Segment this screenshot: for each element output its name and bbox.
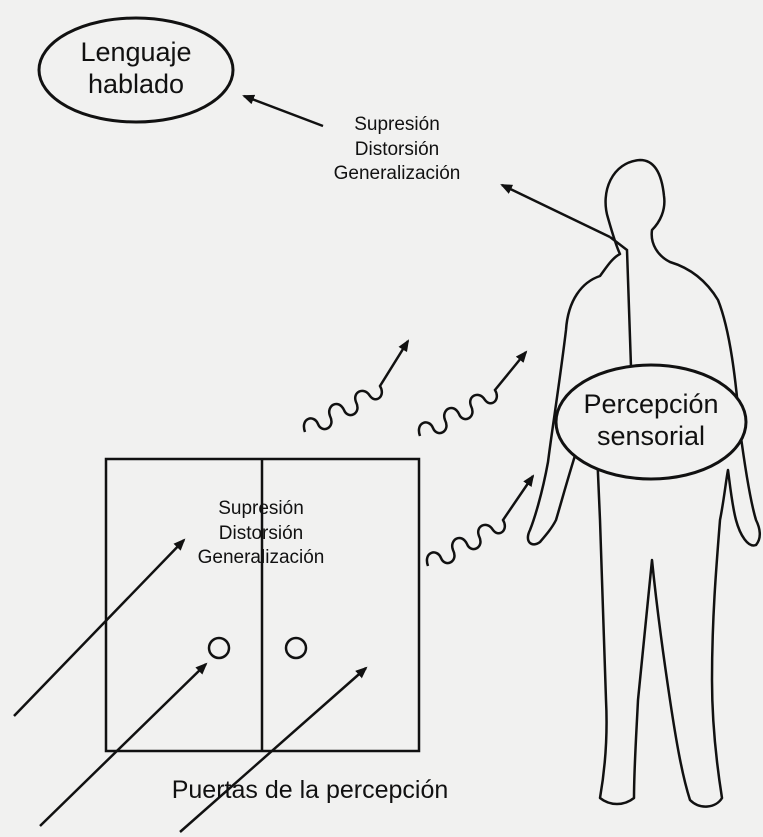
arrow-to-top-filters <box>502 185 610 237</box>
spoken-language-label: Lenguaje hablado <box>56 36 216 101</box>
doors-caption: Puertas de la percepción <box>120 776 500 805</box>
spoken-language-line-2: hablado <box>56 68 216 100</box>
wavy-arrow-1 <box>304 341 408 432</box>
sensory-perception-line-1: Percepción <box>566 388 736 420</box>
sensory-perception-label: Percepción sensorial <box>566 388 736 453</box>
top-filter-distortion: Distorsión <box>312 138 482 163</box>
doors-filters-label: Supresión Distorsión Generalización <box>181 497 341 571</box>
nerve-path-line <box>610 237 631 367</box>
human-silhouette <box>528 160 760 807</box>
left-door-knob <box>209 638 229 658</box>
top-filter-generalization: Generalización <box>312 162 482 187</box>
doors-filter-distortion: Distorsión <box>181 522 341 547</box>
top-filter-deletion: Supresión <box>312 113 482 138</box>
wavy-arrow-2 <box>419 352 526 436</box>
wavy-arrow-3 <box>427 476 533 566</box>
top-filters-label: Supresión Distorsión Generalización <box>312 113 482 187</box>
sensory-perception-line-2: sensorial <box>566 420 736 452</box>
doors-filter-generalization: Generalización <box>181 546 341 571</box>
right-door-knob <box>286 638 306 658</box>
spoken-language-line-1: Lenguaje <box>56 36 216 68</box>
doors-filter-deletion: Supresión <box>181 497 341 522</box>
incoming-arrow-1 <box>14 540 184 716</box>
